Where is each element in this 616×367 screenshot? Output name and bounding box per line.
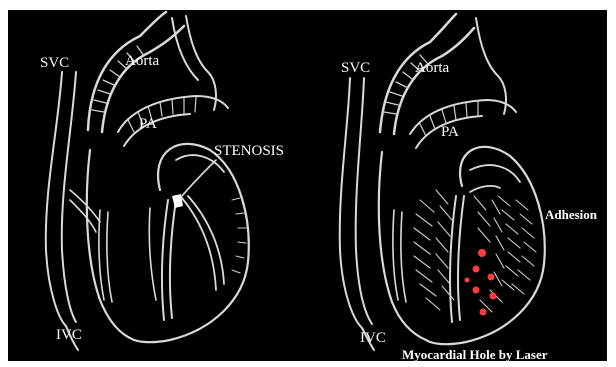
left-ivc-label: IVC xyxy=(56,327,82,343)
laser-hole xyxy=(465,278,470,283)
laser-hole xyxy=(480,309,487,316)
right-ivc-label: IVC xyxy=(360,330,386,346)
laser-hole xyxy=(490,293,497,300)
right-aorta-label: Aorta xyxy=(415,60,449,76)
left-svc-label: SVC xyxy=(40,55,69,71)
right-pa-label: PA xyxy=(441,124,459,140)
stenosis-label: STENOSIS xyxy=(214,143,284,159)
right-svc-label: SVC xyxy=(341,60,370,76)
laser-hole xyxy=(473,287,480,294)
laser-hole xyxy=(488,274,495,281)
laser-hole xyxy=(473,266,480,273)
laser-hole-caption: Myocardial Hole by Laser xyxy=(402,347,548,362)
left-pa-label: PA xyxy=(139,116,157,132)
laser-hole xyxy=(478,249,486,257)
adhesion-label: Adhesion xyxy=(545,207,598,222)
left-aorta-label: Aorta xyxy=(125,53,159,69)
